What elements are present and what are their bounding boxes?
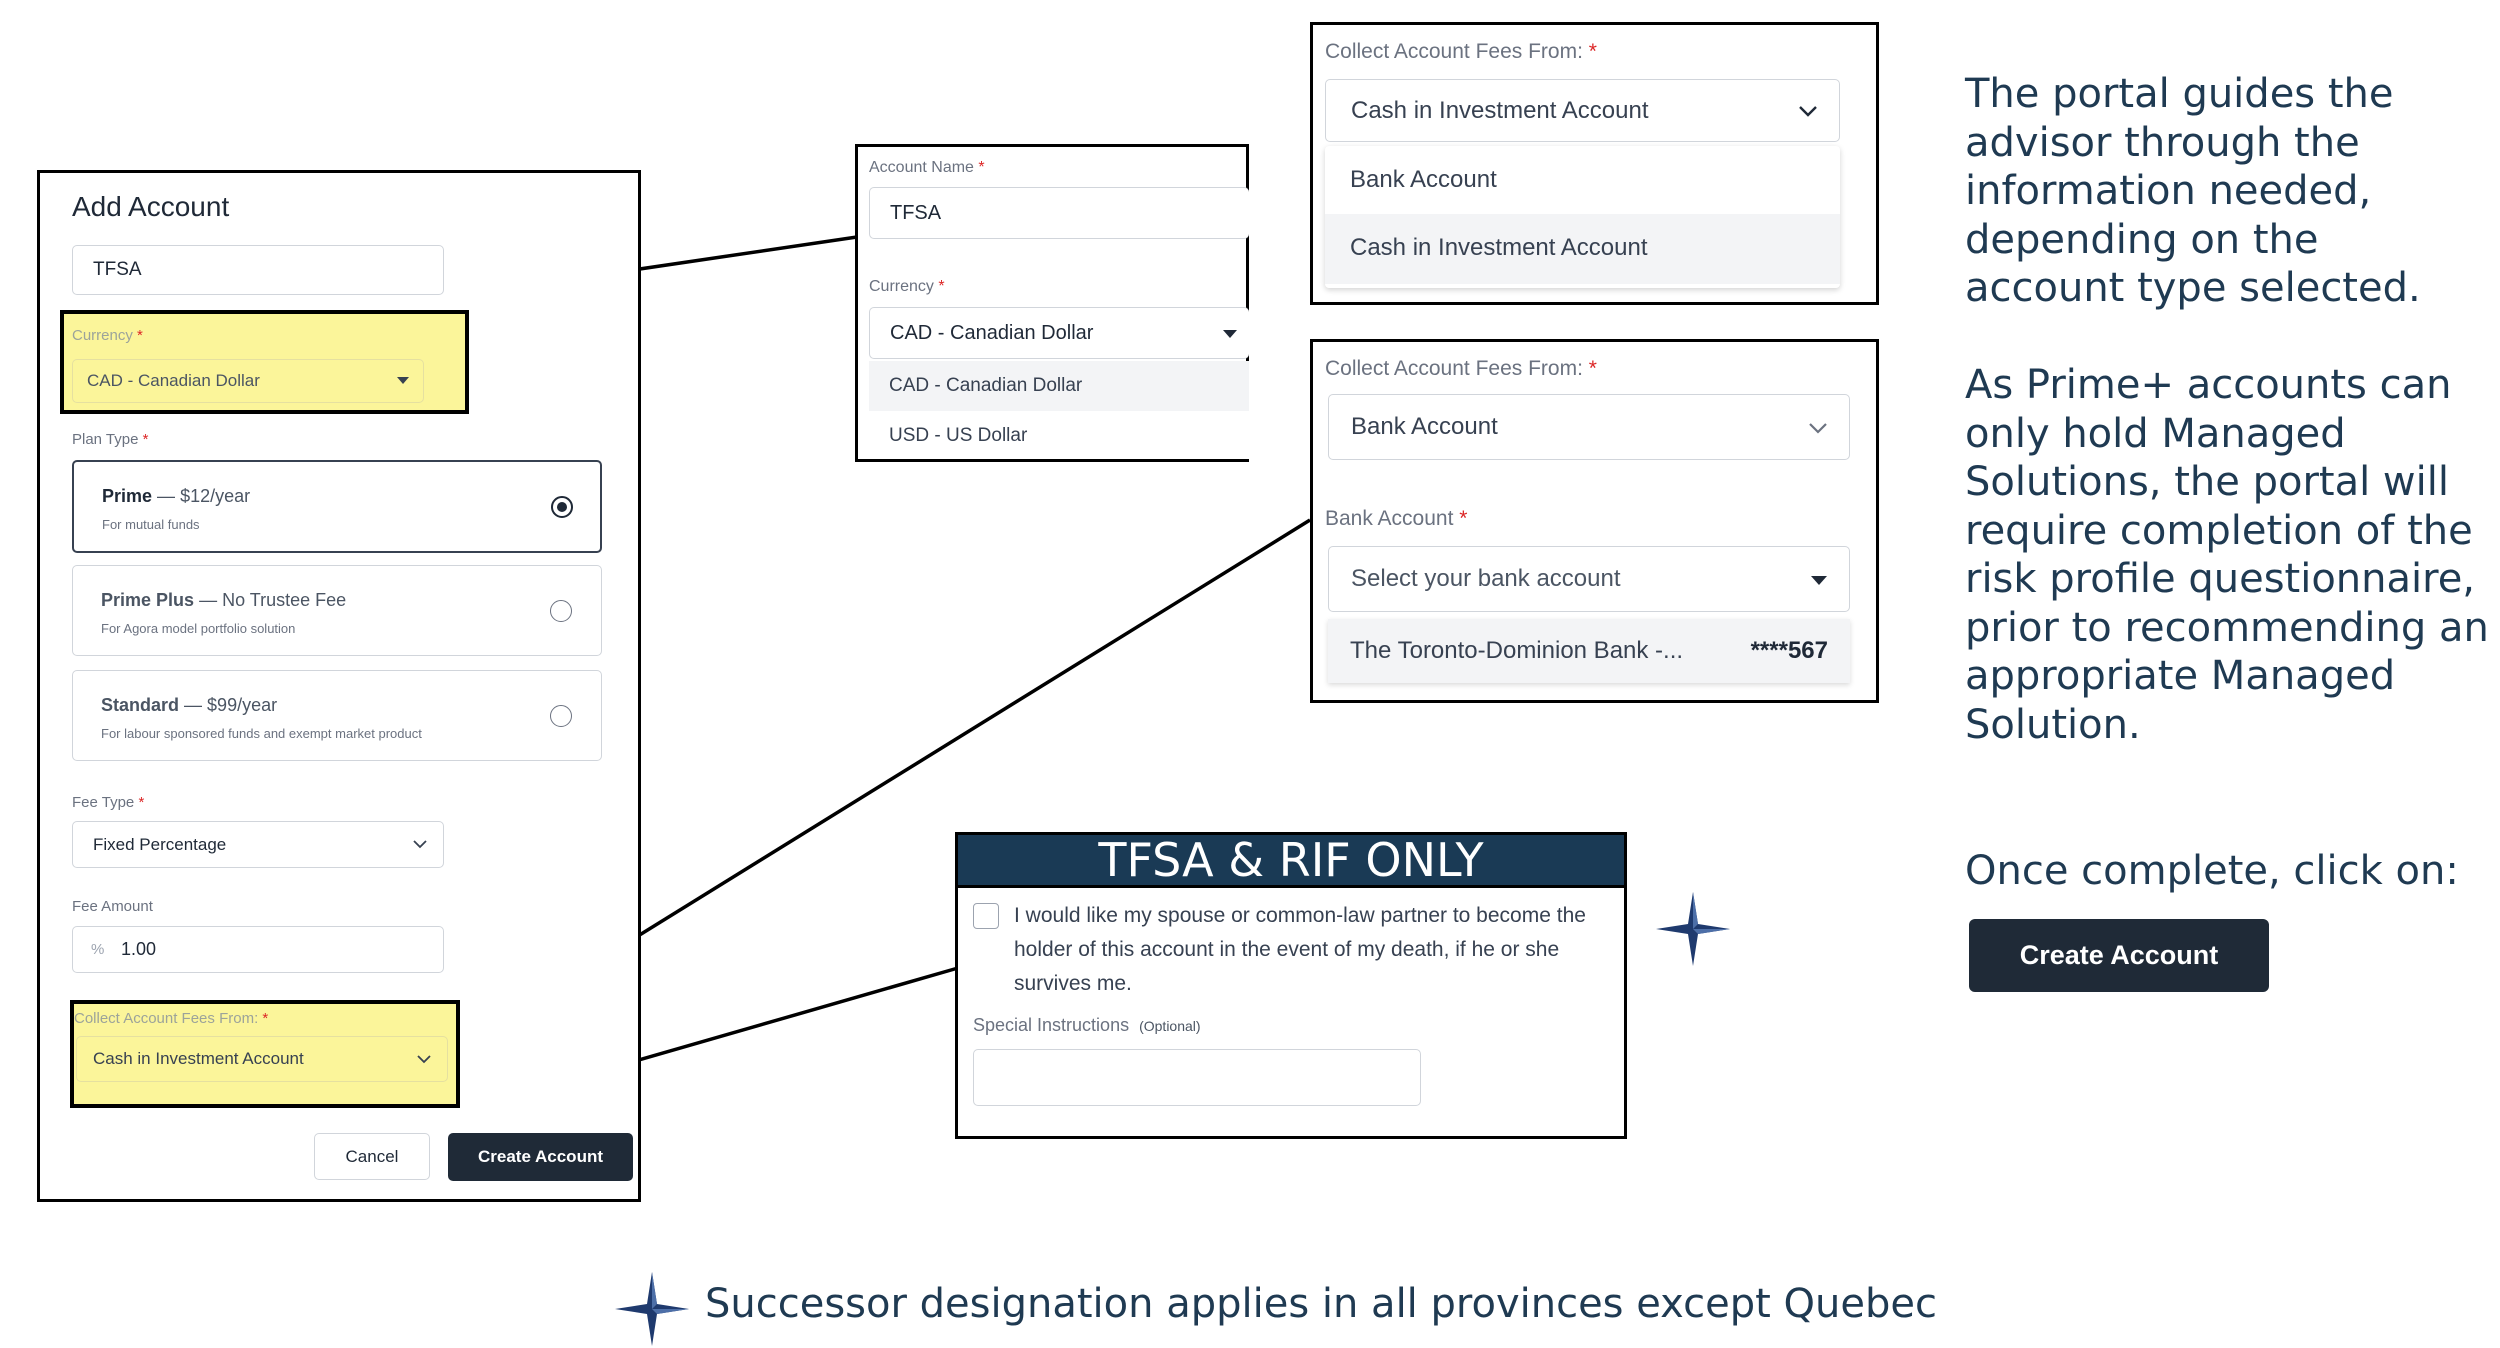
cancel-button[interactable]: Cancel: [314, 1133, 430, 1180]
star-icon: [615, 1272, 689, 1346]
currency-option-cad[interactable]: CAD - Canadian Dollar: [869, 361, 1249, 411]
bank-account-select[interactable]: Select your bank account: [1328, 546, 1850, 612]
collect-fees-value: Bank Account: [1351, 413, 1498, 440]
plan-type-label: Plan Type *: [72, 431, 149, 448]
bank-account-label: Bank Account *: [1325, 507, 1468, 530]
collect-fees-bank-zoom: Collect Account Fees From: * Bank Accoun…: [1310, 339, 1879, 703]
bank-account-placeholder: Select your bank account: [1351, 565, 1621, 592]
account-name-input[interactable]: TFSA: [869, 187, 1249, 239]
fee-amount-input[interactable]: % 1.00: [72, 926, 444, 973]
currency-select[interactable]: CAD - Canadian Dollar: [72, 359, 424, 403]
currency-select[interactable]: CAD - Canadian Dollar: [869, 307, 1249, 359]
chevron-down-icon: [1809, 423, 1827, 434]
collect-fees-select[interactable]: Cash in Investment Account: [76, 1036, 448, 1082]
plan-price: No Trustee Fee: [222, 590, 347, 610]
plan-option-prime[interactable]: Prime — $12/year For mutual funds: [72, 460, 602, 553]
add-account-panel: Add Account TFSA Currency * CAD - Canadi…: [37, 170, 641, 1202]
plan-name: Prime Plus: [101, 590, 195, 610]
collect-fees-select[interactable]: Bank Account: [1328, 394, 1850, 460]
collect-fees-label: Collect Account Fees From: *: [74, 1010, 269, 1027]
account-name-label: Account Name *: [869, 159, 985, 176]
currency-label: Currency *: [72, 327, 143, 344]
radio-selected-icon[interactable]: [551, 496, 573, 518]
currency-option-usd[interactable]: USD - US Dollar: [869, 411, 1249, 459]
option-label: Bank Account: [1350, 166, 1497, 193]
successor-checkbox[interactable]: [973, 903, 999, 929]
side-paragraph-3: Once complete, click on:: [1965, 848, 2459, 894]
fee-type-value: Fixed Percentage: [93, 835, 227, 854]
side-paragraph-2: As Prime+ accounts can only hold Managed…: [1965, 362, 2489, 748]
currency-highlight: Currency * CAD - Canadian Dollar: [60, 310, 469, 414]
special-instructions-label: Special Instructions (Optional): [973, 1015, 1201, 1035]
currency-zoom-panel: Account Name * TFSA Currency * CAD - Can…: [855, 144, 1249, 462]
fee-type-select[interactable]: Fixed Percentage: [72, 821, 444, 868]
caret-down-icon: [1223, 330, 1237, 338]
star-icon: [1656, 892, 1730, 966]
currency-label: Currency *: [869, 278, 945, 295]
chevron-down-icon: [417, 1055, 431, 1064]
option-label: CAD - Canadian Dollar: [889, 375, 1083, 396]
plan-name: Prime: [102, 486, 153, 506]
bank-option-td[interactable]: The Toronto-Dominion Bank -... ****567: [1328, 619, 1850, 683]
plan-option-standard[interactable]: Standard — $99/year For labour sponsored…: [72, 670, 602, 761]
collect-fees-value: Cash in Investment Account: [1351, 97, 1649, 124]
collect-fees-select[interactable]: Cash in Investment Account: [1325, 79, 1840, 142]
collect-fees-cash-zoom: Collect Account Fees From: * Cash in Inv…: [1310, 22, 1879, 305]
account-name-input[interactable]: TFSA: [72, 245, 444, 295]
plan-desc: For labour sponsored funds and exempt ma…: [101, 726, 422, 741]
radio-unselected-icon[interactable]: [550, 600, 572, 622]
plan-desc: For Agora model portfolio solution: [101, 621, 296, 636]
account-name-value: TFSA: [890, 202, 942, 224]
bank-option-name: The Toronto-Dominion Bank -...: [1350, 637, 1684, 664]
collect-fees-label: Collect Account Fees From: *: [1325, 357, 1597, 380]
plan-price: $99/year: [207, 695, 278, 715]
create-account-button[interactable]: Create Account: [448, 1133, 633, 1181]
collect-fees-dropdown: Bank Account Cash in Investment Account: [1325, 146, 1840, 288]
plan-desc: For mutual funds: [102, 517, 200, 532]
currency-select-value: CAD - Canadian Dollar: [87, 371, 260, 390]
option-label: USD - US Dollar: [889, 425, 1028, 446]
percent-prefix: %: [91, 941, 105, 958]
account-name-value: TFSA: [93, 259, 142, 280]
fee-type-label: Fee Type *: [72, 794, 145, 811]
special-instructions-input[interactable]: [973, 1049, 1421, 1106]
option-cash-in-investment[interactable]: Cash in Investment Account: [1325, 214, 1840, 284]
caret-down-icon: [1811, 576, 1827, 585]
fee-amount-label: Fee Amount: [72, 898, 153, 915]
currency-select-value: CAD - Canadian Dollar: [890, 322, 1094, 344]
tfsa-rif-panel: TFSA & RIF ONLY I would like my spouse o…: [955, 832, 1627, 1139]
successor-text: I would like my spouse or common-law par…: [1014, 904, 1586, 995]
plan-option-prime-plus[interactable]: Prime Plus — No Trustee Fee For Agora mo…: [72, 565, 602, 656]
chevron-down-icon: [1799, 106, 1817, 117]
fee-amount-value: 1.00: [121, 939, 157, 959]
bank-option-number: ****567: [1750, 637, 1828, 664]
collect-fees-value: Cash in Investment Account: [93, 1049, 304, 1068]
option-label: Cash in Investment Account: [1350, 234, 1648, 261]
collect-fees-label: Collect Account Fees From: *: [1325, 40, 1597, 63]
create-account-button-sample[interactable]: Create Account: [1969, 919, 2269, 992]
side-paragraph-1: The portal guides the advisor through th…: [1965, 71, 2421, 311]
chevron-down-icon: [413, 840, 427, 849]
radio-unselected-icon[interactable]: [550, 705, 572, 727]
caret-down-icon: [397, 377, 409, 384]
footnote-text: Successor designation applies in all pro…: [705, 1281, 1937, 1327]
option-bank-account[interactable]: Bank Account: [1325, 146, 1840, 214]
plan-price: $12/year: [180, 486, 251, 506]
tfsa-rif-banner: TFSA & RIF ONLY: [958, 833, 1624, 888]
collect-fees-highlight: Collect Account Fees From: * Cash in Inv…: [70, 1000, 460, 1108]
add-account-title: Add Account: [72, 191, 230, 222]
plan-name: Standard: [101, 695, 180, 715]
